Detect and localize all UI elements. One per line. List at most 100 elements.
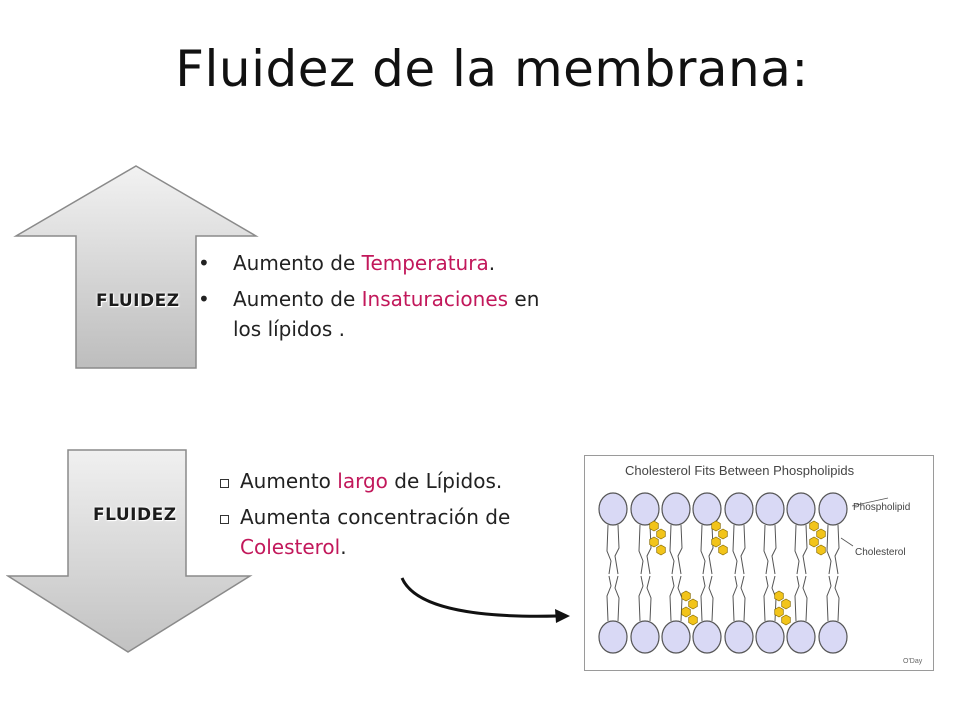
phospholipid-head-bottom xyxy=(692,620,722,654)
curved-arrow-icon xyxy=(400,577,570,623)
down-arrow xyxy=(6,449,253,653)
phospholipid-tail xyxy=(646,524,652,575)
phospholipid-head-bottom xyxy=(818,620,848,654)
increase-item-unsaturation: • Aumento de Insaturaciones en los lípid… xyxy=(198,284,568,344)
phospholipid-tail xyxy=(740,575,746,622)
phospholipid-tail xyxy=(677,524,683,575)
phospholipid-tail xyxy=(638,524,644,575)
phospholipid-head-top xyxy=(598,492,628,526)
item-text: Aumento de xyxy=(233,251,362,275)
item-highlight: largo xyxy=(337,469,388,493)
item-text-end: en los lípidos . xyxy=(233,287,540,341)
phospholipid-tail xyxy=(763,524,769,575)
phospholipid-tail xyxy=(669,524,675,575)
cholesterol-ring xyxy=(649,520,659,532)
phospholipid-tail xyxy=(732,575,738,622)
increase-item-temperature: • Aumento de Temperatura. xyxy=(198,248,568,278)
phospholipid-tail xyxy=(732,524,738,575)
phospholipid-tail xyxy=(614,575,620,622)
phospholipid-tail xyxy=(802,575,808,622)
cholesterol-ring xyxy=(809,536,819,548)
phospholipid-tail xyxy=(740,524,746,575)
phospholipid-head-top xyxy=(786,492,816,526)
phospholipid-tail xyxy=(794,575,800,622)
cholesterol-ring xyxy=(718,544,728,556)
item-text-end: . xyxy=(340,535,347,559)
square-bullet-icon xyxy=(220,502,229,532)
cholesterol-ring xyxy=(711,536,721,548)
page-title: Fluidez de la membrana: xyxy=(175,40,809,98)
item-text: Aumento de xyxy=(233,287,362,311)
down-arrow-label: FLUIDEZ xyxy=(93,505,177,525)
cholesterol-ring xyxy=(656,528,666,540)
item-highlight: Insaturaciones xyxy=(361,287,509,311)
item-highlight: Colesterol xyxy=(240,535,341,559)
membrane-figure: Cholesterol Fits Between Phospholipids P… xyxy=(584,455,934,671)
phospholipid-head-top xyxy=(724,492,754,526)
cholesterol-ring xyxy=(681,590,691,602)
label-cholesterol: Cholesterol xyxy=(855,547,906,558)
decrease-list: Aumento largo de Lípidos. Aumenta concen… xyxy=(220,466,540,568)
phospholipid-head-bottom xyxy=(598,620,628,654)
cholesterol-ring xyxy=(816,544,826,556)
phospholipid-tail xyxy=(802,524,808,575)
phospholipid-tail xyxy=(834,575,840,622)
phospholipid-tail xyxy=(771,524,777,575)
phospholipid-head-top xyxy=(630,492,660,526)
phospholipid-tail xyxy=(826,575,832,622)
cholesterol-ring xyxy=(649,536,659,548)
phospholipid-head-bottom xyxy=(786,620,816,654)
phospholipid-tail xyxy=(700,524,706,575)
item-text: Aumento xyxy=(240,469,338,493)
cholesterol-ring xyxy=(781,598,791,610)
phospholipid-tail xyxy=(700,575,706,622)
phospholipid-head-bottom xyxy=(755,620,785,654)
item-highlight: Temperatura xyxy=(361,251,489,275)
bullet-icon: • xyxy=(198,287,210,311)
phospholipid-tail xyxy=(834,524,840,575)
phospholipid-tail xyxy=(606,575,612,622)
item-text: Aumenta concentración de xyxy=(240,505,511,529)
increase-list: • Aumento de Temperatura. • Aumento de I… xyxy=(198,248,568,350)
square-bullet-icon xyxy=(220,466,229,496)
cholesterol-ring xyxy=(681,606,691,618)
phospholipid-head-bottom xyxy=(661,620,691,654)
cholesterol-ring xyxy=(816,528,826,540)
phospholipid-head-bottom xyxy=(630,620,660,654)
bullet-icon: • xyxy=(198,251,210,275)
phospholipid-head-top xyxy=(661,492,691,526)
figure-title: Cholesterol Fits Between Phospholipids xyxy=(625,463,855,478)
cholesterol-ring xyxy=(718,528,728,540)
decrease-item-cholesterol: Aumenta concentración de Colesterol. xyxy=(220,502,540,562)
cholesterol-ring xyxy=(688,598,698,610)
phospholipid-tail xyxy=(763,575,769,622)
phospholipid-tail xyxy=(646,575,652,622)
figure-credit: O'Day xyxy=(903,658,923,665)
cholesterol-ring xyxy=(711,520,721,532)
label-phospholipid: Phospholipid xyxy=(853,502,910,513)
phospholipid-head-top xyxy=(755,492,785,526)
item-text-end: . xyxy=(488,251,496,275)
item-text-end: de Lípidos. xyxy=(387,469,503,493)
cholesterol-ring xyxy=(656,544,666,556)
phospholipid-head-top xyxy=(692,492,722,526)
cholesterol-ring xyxy=(688,614,698,626)
phospholipid-head-top xyxy=(818,492,848,526)
cholesterol-ring xyxy=(774,606,784,618)
cholesterol-ring xyxy=(809,520,819,532)
phospholipid-tail xyxy=(708,524,714,575)
phospholipid-tail xyxy=(669,575,675,622)
cholesterol-ring xyxy=(781,614,791,626)
membrane-diagram: Cholesterol Fits Between Phospholipids P… xyxy=(598,463,923,665)
up-arrow xyxy=(13,165,259,369)
phospholipid-tail xyxy=(826,524,832,575)
phospholipid-tail xyxy=(638,575,644,622)
cholesterol-ring xyxy=(774,590,784,602)
phospholipid-head-bottom xyxy=(724,620,754,654)
phospholipid-tail xyxy=(606,524,612,575)
phospholipid-tail xyxy=(614,524,620,575)
decrease-item-length: Aumento largo de Lípidos. xyxy=(220,466,540,496)
phospholipid-tail xyxy=(708,575,714,622)
phospholipid-tail xyxy=(794,524,800,575)
up-arrow-label: FLUIDEZ xyxy=(96,291,180,311)
